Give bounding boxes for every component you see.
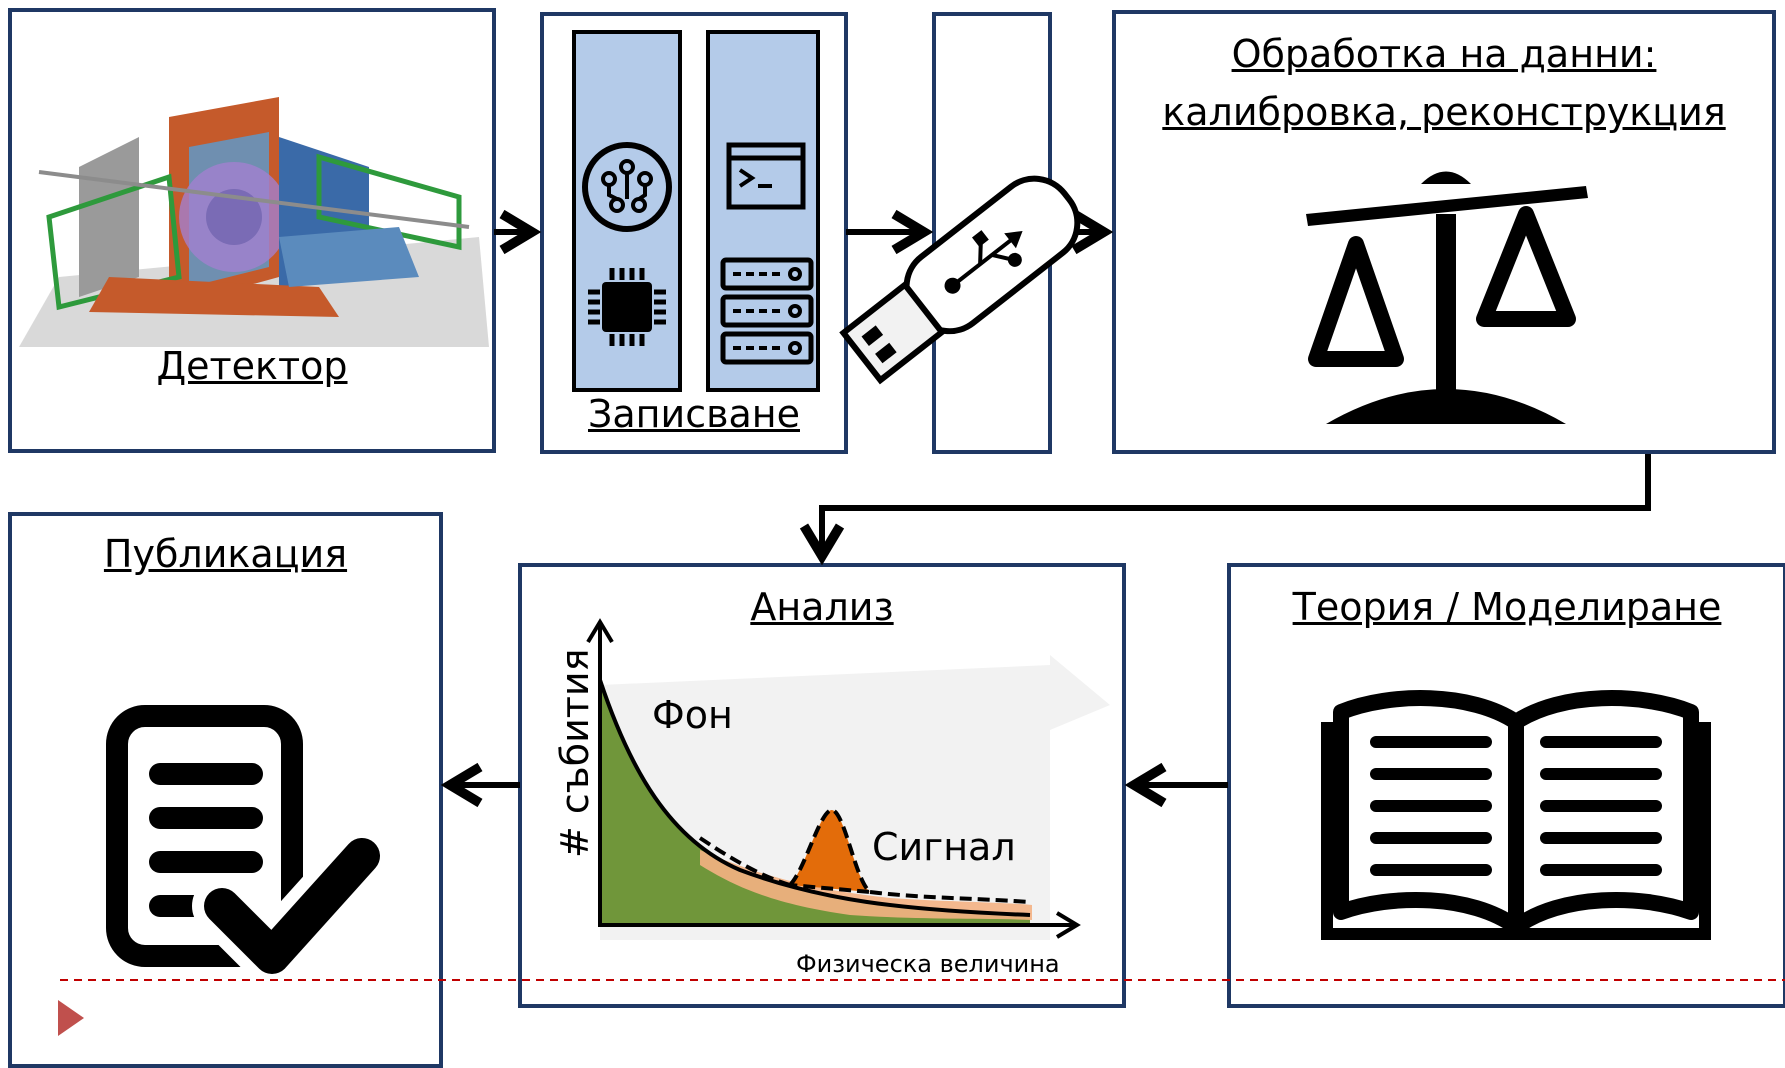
processing-label-line2: калибровка, реконструкция: [1162, 90, 1726, 134]
analysis-label: Анализ: [750, 585, 894, 629]
publication-box: Публикация: [8, 512, 443, 1068]
open-book-icon: [1321, 690, 1711, 940]
analysis-plot: # събития Фон Сигнал Физическа величина: [553, 618, 1110, 978]
background-label: Фон: [652, 693, 733, 737]
recording-label: Записване: [588, 392, 800, 436]
chip-icon: [588, 268, 666, 346]
processor-panel: [572, 30, 682, 392]
publication-label: Публикация: [103, 532, 348, 576]
theory-box: Теория / Моделиране: [1227, 563, 1785, 1008]
signal-tail-fill: [700, 850, 1032, 920]
x-axis-label: Физическа величина: [796, 950, 1060, 978]
document-check-icon: [106, 705, 392, 986]
slide-marker-icon: [58, 1000, 84, 1036]
detector-image: [19, 77, 489, 347]
processing-label-line1: Обработка на данни:: [1231, 32, 1657, 76]
detector-label: Детектор: [156, 344, 348, 388]
processing-box: Обработка на данни: калибровка, реконстр…: [1112, 10, 1776, 454]
circuit-icon: [582, 142, 672, 232]
server-panel: [706, 30, 820, 392]
signal-peak: [785, 807, 877, 895]
total-dashed-curve: [698, 836, 1031, 904]
terminal-icon: [726, 142, 806, 210]
recording-box: Записване: [540, 12, 848, 454]
signal-label: Сигнал: [872, 825, 1016, 869]
usb-stick-icon: [839, 175, 1081, 385]
server-icon: [720, 257, 814, 365]
scales-icon: [1306, 171, 1588, 424]
background-curve: [598, 679, 1031, 917]
y-axis-label: # събития: [553, 649, 597, 858]
detector-box: Детектор: [8, 8, 496, 453]
theory-label: Теория / Моделиране: [1292, 585, 1722, 629]
arrow-processing-analysis: [799, 454, 1651, 566]
